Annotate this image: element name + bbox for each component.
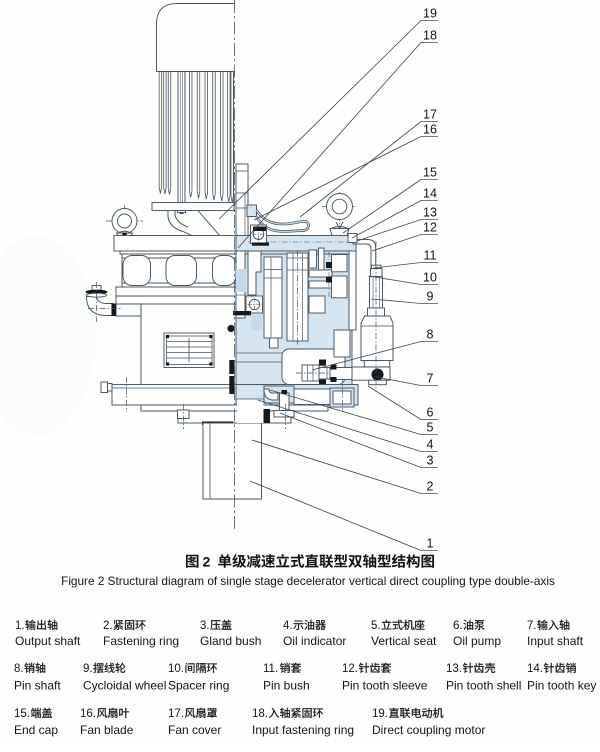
svg-text:5.: 5.: [371, 620, 381, 632]
svg-text:3: 3: [427, 454, 434, 468]
svg-text:Fan blade: Fan blade: [80, 723, 134, 737]
svg-text:9.: 9.: [83, 663, 93, 675]
svg-text:Vertical seat: Vertical seat: [371, 634, 437, 648]
svg-text:Figure 2 Structural diagram of: Figure 2 Structural diagram of single st…: [61, 574, 555, 588]
svg-text:6.: 6.: [453, 620, 463, 632]
svg-text:Pin tooth key: Pin tooth key: [527, 679, 596, 693]
svg-text:18: 18: [423, 29, 437, 43]
svg-text:Pin tooth shell: Pin tooth shell: [446, 679, 521, 693]
svg-text:14.: 14.: [527, 663, 543, 675]
svg-text:14: 14: [423, 187, 437, 201]
svg-text:2.: 2.: [103, 620, 113, 632]
svg-text:15.: 15.: [14, 708, 30, 720]
svg-text:13: 13: [423, 206, 437, 220]
svg-text:End cap: End cap: [14, 723, 58, 737]
svg-text:4: 4: [427, 438, 434, 452]
svg-text:Spacer ring: Spacer ring: [168, 679, 229, 693]
svg-text:15: 15: [423, 166, 437, 180]
svg-text:19: 19: [423, 7, 437, 21]
svg-text:12.: 12.: [342, 663, 358, 675]
svg-text:16: 16: [423, 123, 437, 137]
svg-text:9: 9: [427, 290, 434, 304]
svg-text:18.: 18.: [252, 708, 268, 720]
svg-text:11: 11: [424, 249, 437, 263]
svg-text:Direct coupling motor: Direct coupling motor: [372, 723, 485, 737]
svg-text:17: 17: [423, 108, 437, 122]
svg-text:7.: 7.: [527, 620, 537, 632]
svg-text:13.: 13.: [446, 663, 462, 675]
svg-text:5: 5: [427, 421, 434, 435]
svg-text:Pin bush: Pin bush: [263, 679, 310, 693]
svg-text:Input shaft: Input shaft: [527, 634, 584, 648]
svg-text:1.: 1.: [15, 620, 25, 632]
svg-text:19.: 19.: [372, 708, 388, 720]
svg-text:Gland bush: Gland bush: [200, 634, 261, 648]
svg-text:12: 12: [423, 221, 437, 235]
svg-text:Fan cover: Fan cover: [168, 723, 221, 737]
svg-text:10.: 10.: [168, 663, 184, 675]
svg-text:11.: 11.: [263, 663, 278, 675]
svg-text:8.: 8.: [14, 663, 24, 675]
svg-text:16.: 16.: [80, 708, 96, 720]
svg-text:Oil indicator: Oil indicator: [283, 634, 346, 648]
svg-text:3.: 3.: [200, 620, 210, 632]
svg-text:Pin tooth sleeve: Pin tooth sleeve: [342, 679, 428, 693]
svg-text:Input fastening ring: Input fastening ring: [252, 723, 354, 737]
svg-text:17.: 17.: [168, 708, 184, 720]
svg-text:10: 10: [423, 271, 437, 285]
svg-text:Fastening ring: Fastening ring: [103, 634, 179, 648]
svg-text:2: 2: [427, 480, 434, 494]
svg-text:8: 8: [427, 328, 434, 342]
svg-text:Output shaft: Output shaft: [15, 634, 81, 648]
svg-text:7: 7: [427, 372, 434, 386]
svg-text:Pin shaft: Pin shaft: [14, 679, 61, 693]
svg-text:1: 1: [427, 537, 434, 551]
svg-text:6: 6: [427, 406, 434, 420]
svg-text:Cycloidal wheel: Cycloidal wheel: [83, 679, 166, 693]
svg-text:Oil pump: Oil pump: [453, 634, 501, 648]
svg-text:4.: 4.: [283, 620, 293, 632]
svg-text:2: 2: [203, 555, 211, 571]
